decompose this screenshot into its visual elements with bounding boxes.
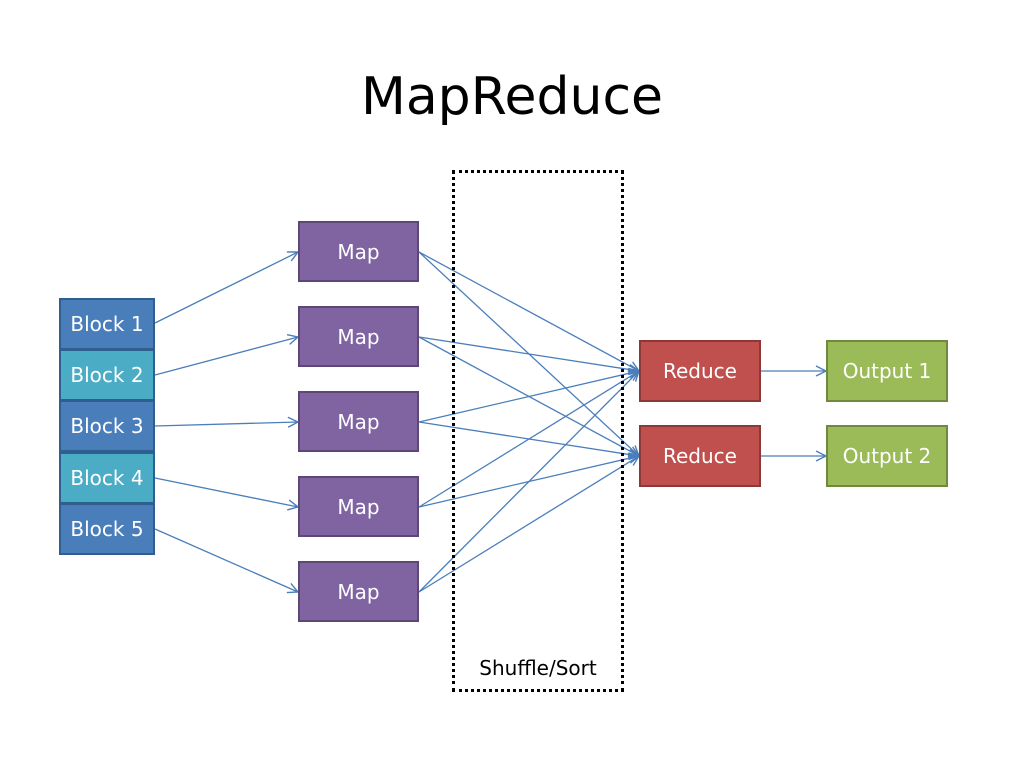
map-box-4: Map — [298, 476, 419, 537]
arrow-map2-reduce2 — [418, 336, 639, 456]
block-5: Block 5 — [59, 503, 155, 555]
arrow-map3-reduce2 — [418, 421, 639, 456]
block-3: Block 3 — [59, 400, 155, 452]
arrow-block4-map4 — [154, 477, 298, 507]
reduce-box-2: Reduce — [639, 425, 761, 487]
reduce-box-1: Reduce — [639, 340, 761, 402]
arrow-map5-reduce2 — [418, 456, 639, 593]
shuffle-sort-label: Shuffle/Sort — [479, 656, 597, 680]
block-2: Block 2 — [59, 349, 155, 401]
map-box-3: Map — [298, 391, 419, 452]
map-box-1: Map — [298, 221, 419, 282]
output-box-2: Output 2 — [826, 425, 948, 487]
arrow-map1-reduce2 — [418, 251, 639, 456]
shuffle-sort-region — [452, 170, 624, 692]
arrow-map4-reduce2 — [418, 456, 639, 508]
map-box-2: Map — [298, 306, 419, 367]
arrow-block3-map3 — [154, 422, 298, 426]
arrow-block5-map5 — [154, 528, 298, 592]
block-1: Block 1 — [59, 298, 155, 350]
map-box-5: Map — [298, 561, 419, 622]
block-4: Block 4 — [59, 452, 155, 504]
arrow-block1-map1 — [154, 252, 298, 324]
output-box-1: Output 1 — [826, 340, 948, 402]
arrow-block2-map2 — [154, 337, 298, 376]
slide-title: MapReduce — [360, 67, 664, 127]
arrow-map1-reduce1 — [418, 251, 639, 371]
